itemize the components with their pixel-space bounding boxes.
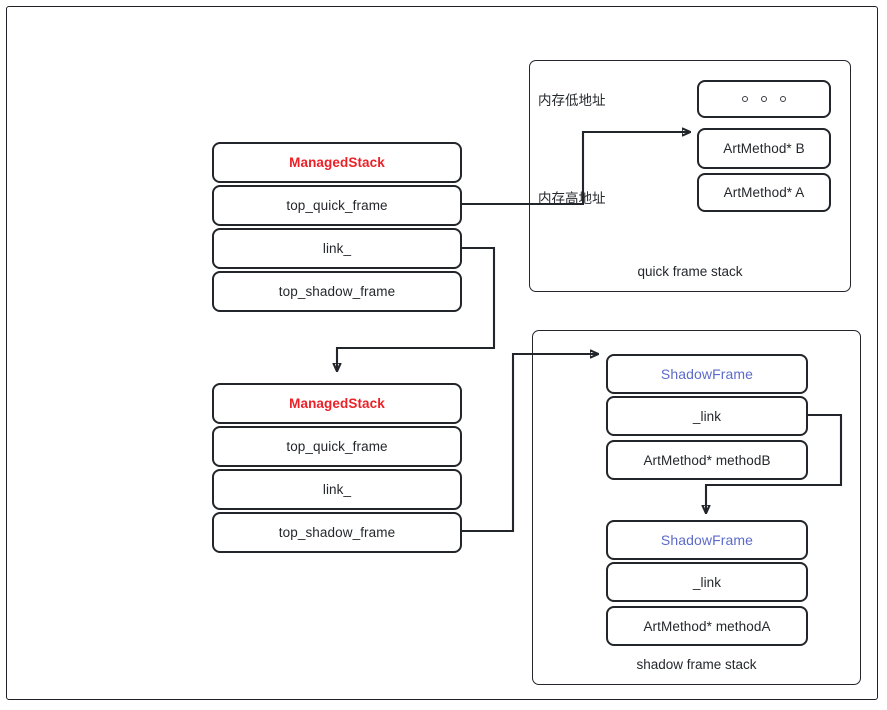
- shadow-frame-1-title: ShadowFrame: [606, 354, 808, 394]
- quick-frame-artmethod-b: ArtMethod* B: [697, 128, 831, 169]
- shadow-frame-2-row-link: _link: [606, 562, 808, 602]
- managed-stack-1-row-link: link_: [212, 228, 462, 269]
- shadow-frame-stack-container: [532, 330, 861, 685]
- shadow-frame-2-row-artmethod-methoda: ArtMethod* methodA: [606, 606, 808, 646]
- shadow-frame-stack-caption: shadow frame stack: [636, 657, 757, 672]
- memory-high-address-label: 内存高地址: [538, 191, 606, 206]
- ellipsis-icon: [742, 96, 786, 102]
- managed-stack-1-row-top-quick-frame: top_quick_frame: [212, 185, 462, 226]
- quick-frame-artmethod-a: ArtMethod* A: [697, 173, 831, 212]
- diagram-outer-frame: [6, 6, 878, 700]
- shadow-frame-2-title: ShadowFrame: [606, 520, 808, 560]
- managed-stack-2-row-top-shadow-frame: top_shadow_frame: [212, 512, 462, 553]
- quick-frame-stack-caption: quick frame stack: [637, 264, 743, 279]
- memory-low-address-label: 内存低地址: [538, 93, 606, 108]
- managed-stack-2-row-top-quick-frame: top_quick_frame: [212, 426, 462, 467]
- managed-stack-1-row-top-shadow-frame: top_shadow_frame: [212, 271, 462, 312]
- quick-frame-stack-container: [529, 60, 851, 292]
- quick-frame-ellipsis-cell: [697, 80, 831, 118]
- shadow-frame-1-row-link: _link: [606, 396, 808, 436]
- managed-stack-2-title: ManagedStack: [212, 383, 462, 424]
- managed-stack-1-title: ManagedStack: [212, 142, 462, 183]
- shadow-frame-1-row-artmethod-methodb: ArtMethod* methodB: [606, 440, 808, 480]
- managed-stack-2-row-link: link_: [212, 469, 462, 510]
